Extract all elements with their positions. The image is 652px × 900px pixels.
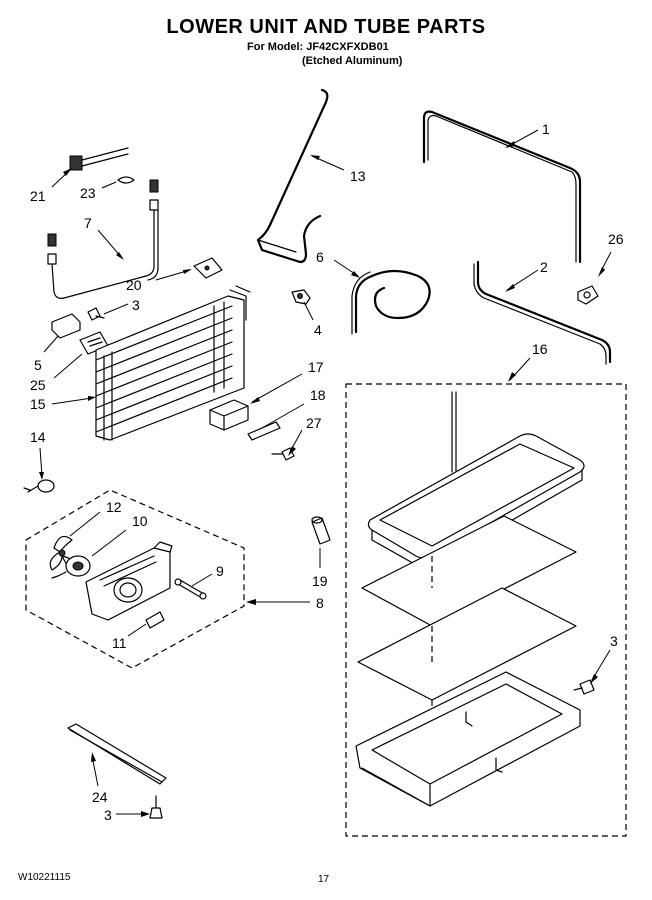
- part-24-strip[interactable]: [67, 723, 167, 785]
- callout-9: 9: [216, 563, 224, 579]
- part-23-clip[interactable]: [117, 176, 135, 184]
- callout-26: 26: [608, 231, 624, 247]
- callout-7: 7: [84, 215, 92, 231]
- part-8-fan-shroud[interactable]: [85, 541, 173, 621]
- callout-10: 10: [132, 513, 148, 529]
- callout-3-bottom: 3: [104, 807, 112, 823]
- callout-17: 17: [308, 359, 324, 375]
- part-20-cover[interactable]: [193, 257, 223, 279]
- callout-5: 5: [34, 357, 42, 373]
- callout-13: 13: [350, 168, 366, 184]
- callout-18: 18: [310, 387, 326, 403]
- part-18-shield[interactable]: [247, 421, 281, 441]
- part-19-tube[interactable]: [311, 516, 331, 545]
- callout-1: 1: [542, 121, 550, 137]
- part-14-sensor[interactable]: [23, 479, 55, 493]
- part-21-connector[interactable]: [69, 147, 129, 171]
- page-number: 17: [318, 874, 330, 885]
- callout-3-tray: 3: [610, 633, 618, 649]
- callout-4: 4: [314, 322, 322, 338]
- part-16-cover-pan[interactable]: [355, 671, 581, 807]
- callout-6: 6: [316, 249, 324, 265]
- part-9-bracket[interactable]: [174, 578, 207, 600]
- callout-20: 20: [126, 277, 142, 293]
- callout-12: 12: [106, 499, 122, 515]
- callout-21: 21: [30, 188, 46, 204]
- finish-line: (Etched Aluminum): [302, 55, 403, 67]
- part-16-insulation-lower[interactable]: [357, 587, 577, 701]
- part-15-evaporator[interactable]: [95, 285, 251, 441]
- part-26-clip[interactable]: [577, 285, 599, 305]
- callout-8: 8: [316, 595, 324, 611]
- callout-23: 23: [80, 185, 96, 201]
- document-number: W10221115: [18, 872, 71, 883]
- part-16-drain-tray[interactable]: [367, 391, 585, 567]
- part-16-insulation-upper[interactable]: [361, 515, 577, 627]
- part-16-group-outline: [345, 383, 627, 837]
- callout-14: 14: [30, 429, 46, 445]
- part-4-bracket[interactable]: [291, 289, 311, 305]
- part-2-tube[interactable]: [473, 260, 612, 365]
- callout-19: 19: [312, 573, 328, 589]
- part-8-group-outline: [25, 489, 245, 669]
- callout-15: 15: [30, 396, 46, 412]
- part-1-tube[interactable]: [422, 110, 582, 264]
- callout-11: 11: [112, 635, 127, 651]
- callout-27: 27: [306, 415, 322, 431]
- part-11-clip[interactable]: [145, 611, 165, 629]
- part-3-screw-bottom[interactable]: [149, 795, 163, 819]
- part-5-bracket[interactable]: [51, 313, 81, 339]
- part-17-bracket[interactable]: [209, 399, 249, 431]
- callout-24: 24: [92, 789, 108, 805]
- callout-3-upper: 3: [132, 297, 140, 313]
- callout-16: 16: [532, 341, 548, 357]
- callout-25: 25: [30, 377, 46, 393]
- part-3-screw-upper[interactable]: [87, 307, 105, 321]
- part-7-wire-harness[interactable]: [47, 179, 159, 299]
- page-title: LOWER UNIT AND TUBE PARTS: [166, 16, 486, 38]
- part-6-tube[interactable]: [351, 269, 431, 335]
- part-10-fan-motor[interactable]: [51, 555, 91, 579]
- callout-2: 2: [540, 259, 548, 275]
- model-line: For Model: JF42CXFXDB01: [247, 41, 389, 53]
- part-13-tube[interactable]: [256, 88, 329, 264]
